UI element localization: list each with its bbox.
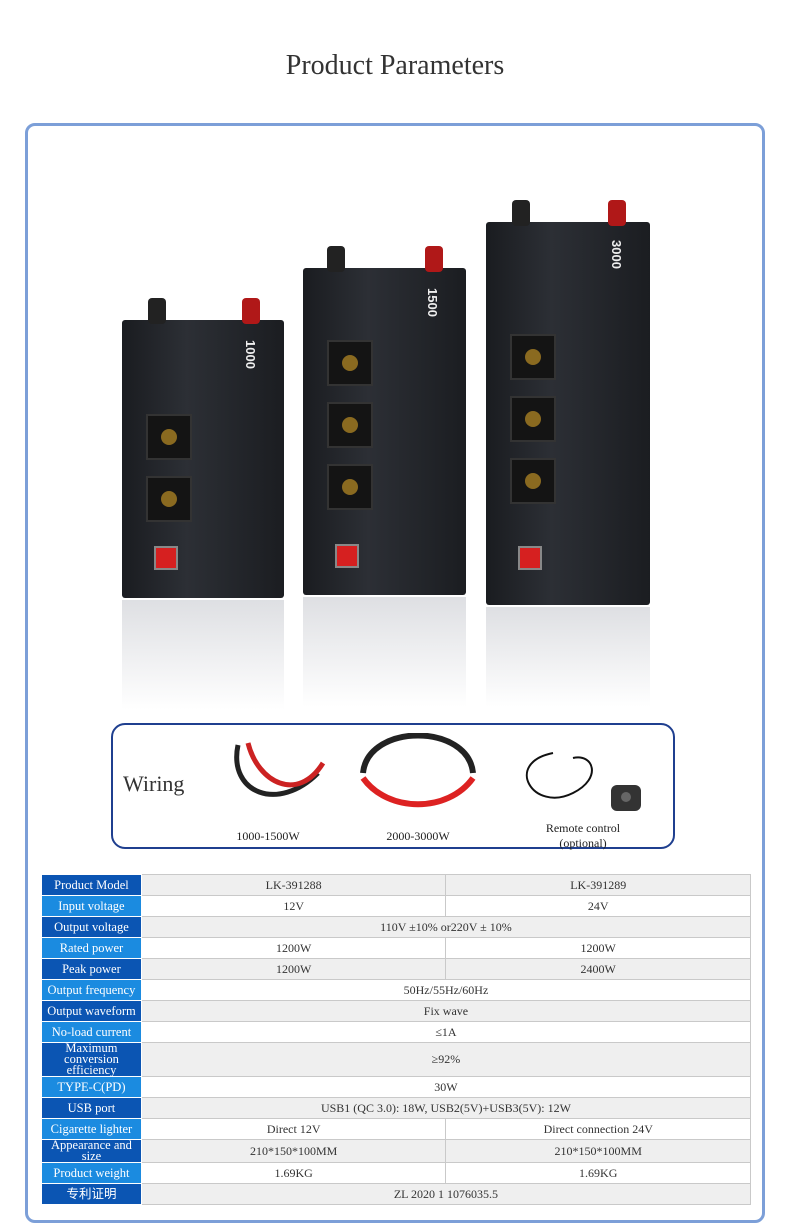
wiring-caption: Remote control (optional) <box>545 821 621 850</box>
spec-label: Output frequency <box>41 979 142 1001</box>
spec-value: Direct 12V <box>140 1118 447 1140</box>
table-row: Maximum conversion efficiency≥92% <box>41 1042 752 1077</box>
spec-value: LK-391289 <box>445 874 751 896</box>
spec-value: 1200W <box>140 937 447 959</box>
spec-label: Product Model <box>41 874 142 896</box>
table-row: TYPE-C(PD)30W <box>41 1076 752 1098</box>
spec-label: USB port <box>41 1097 142 1119</box>
spec-label: Product weight <box>41 1162 142 1184</box>
spec-label: Output voltage <box>41 916 142 938</box>
spec-value: Direct connection 24V <box>445 1118 751 1140</box>
spec-value: 12V <box>140 895 447 917</box>
spec-label: Output waveform <box>41 1000 142 1022</box>
spec-value: 210*150*100MM <box>445 1139 751 1163</box>
wattage-label: 1000 <box>243 340 258 369</box>
wiring-caption: 1000-1500W <box>236 829 300 843</box>
spec-value: ≤1A <box>140 1021 752 1043</box>
spec-value: USB1 (QC 3.0): 18W, USB2(5V)+USB3(5V): 1… <box>140 1097 752 1119</box>
spec-value: 210*150*100MM <box>140 1139 447 1163</box>
remote-control-image <box>525 752 641 811</box>
spec-value: 1200W <box>445 937 751 959</box>
wiring-caption: 2000-3000W <box>386 829 450 843</box>
wiring-label: Wiring <box>123 771 185 796</box>
spec-value: 110V ±10% or220V ± 10% <box>140 916 752 938</box>
table-row: No-load current≤1A <box>41 1021 752 1043</box>
spec-value: 50Hz/55Hz/60Hz <box>140 979 752 1001</box>
spec-label: TYPE-C(PD) <box>41 1076 142 1098</box>
spec-value: 24V <box>445 895 751 917</box>
spec-value: ≥92% <box>140 1042 752 1077</box>
spec-value: LK-391288 <box>140 874 447 896</box>
spec-label: Peak power <box>41 958 142 980</box>
spec-value: 1.69KG <box>140 1162 447 1184</box>
spec-value: 2400W <box>445 958 751 980</box>
spec-label: Appearance and size <box>41 1139 142 1163</box>
wattage-label: 3000 <box>609 240 624 269</box>
wiring-panel: Wiring 1000-1500W 2000-3000W Remote cont… <box>111 723 675 850</box>
spec-label: No-load current <box>41 1021 142 1043</box>
spec-value: 1.69KG <box>445 1162 751 1184</box>
cable-1000-1500w-image <box>234 742 326 797</box>
spec-value: 30W <box>140 1076 752 1098</box>
spec-label: Rated power <box>41 937 142 959</box>
spec-label: Cigarette lighter <box>41 1118 142 1140</box>
spec-label: 专利证明 <box>41 1183 142 1205</box>
spec-label: Input voltage <box>41 895 142 917</box>
wattage-label: 1500 <box>425 288 440 317</box>
cable-2000-3000w-image <box>360 733 476 808</box>
spec-value: Fix wave <box>140 1000 752 1022</box>
page-title: Product Parameters <box>285 50 505 81</box>
spec-value: 1200W <box>140 958 447 980</box>
spec-value: ZL 2020 1 1076035.5 <box>140 1183 752 1205</box>
spec-label: Maximum conversion efficiency <box>41 1042 142 1077</box>
